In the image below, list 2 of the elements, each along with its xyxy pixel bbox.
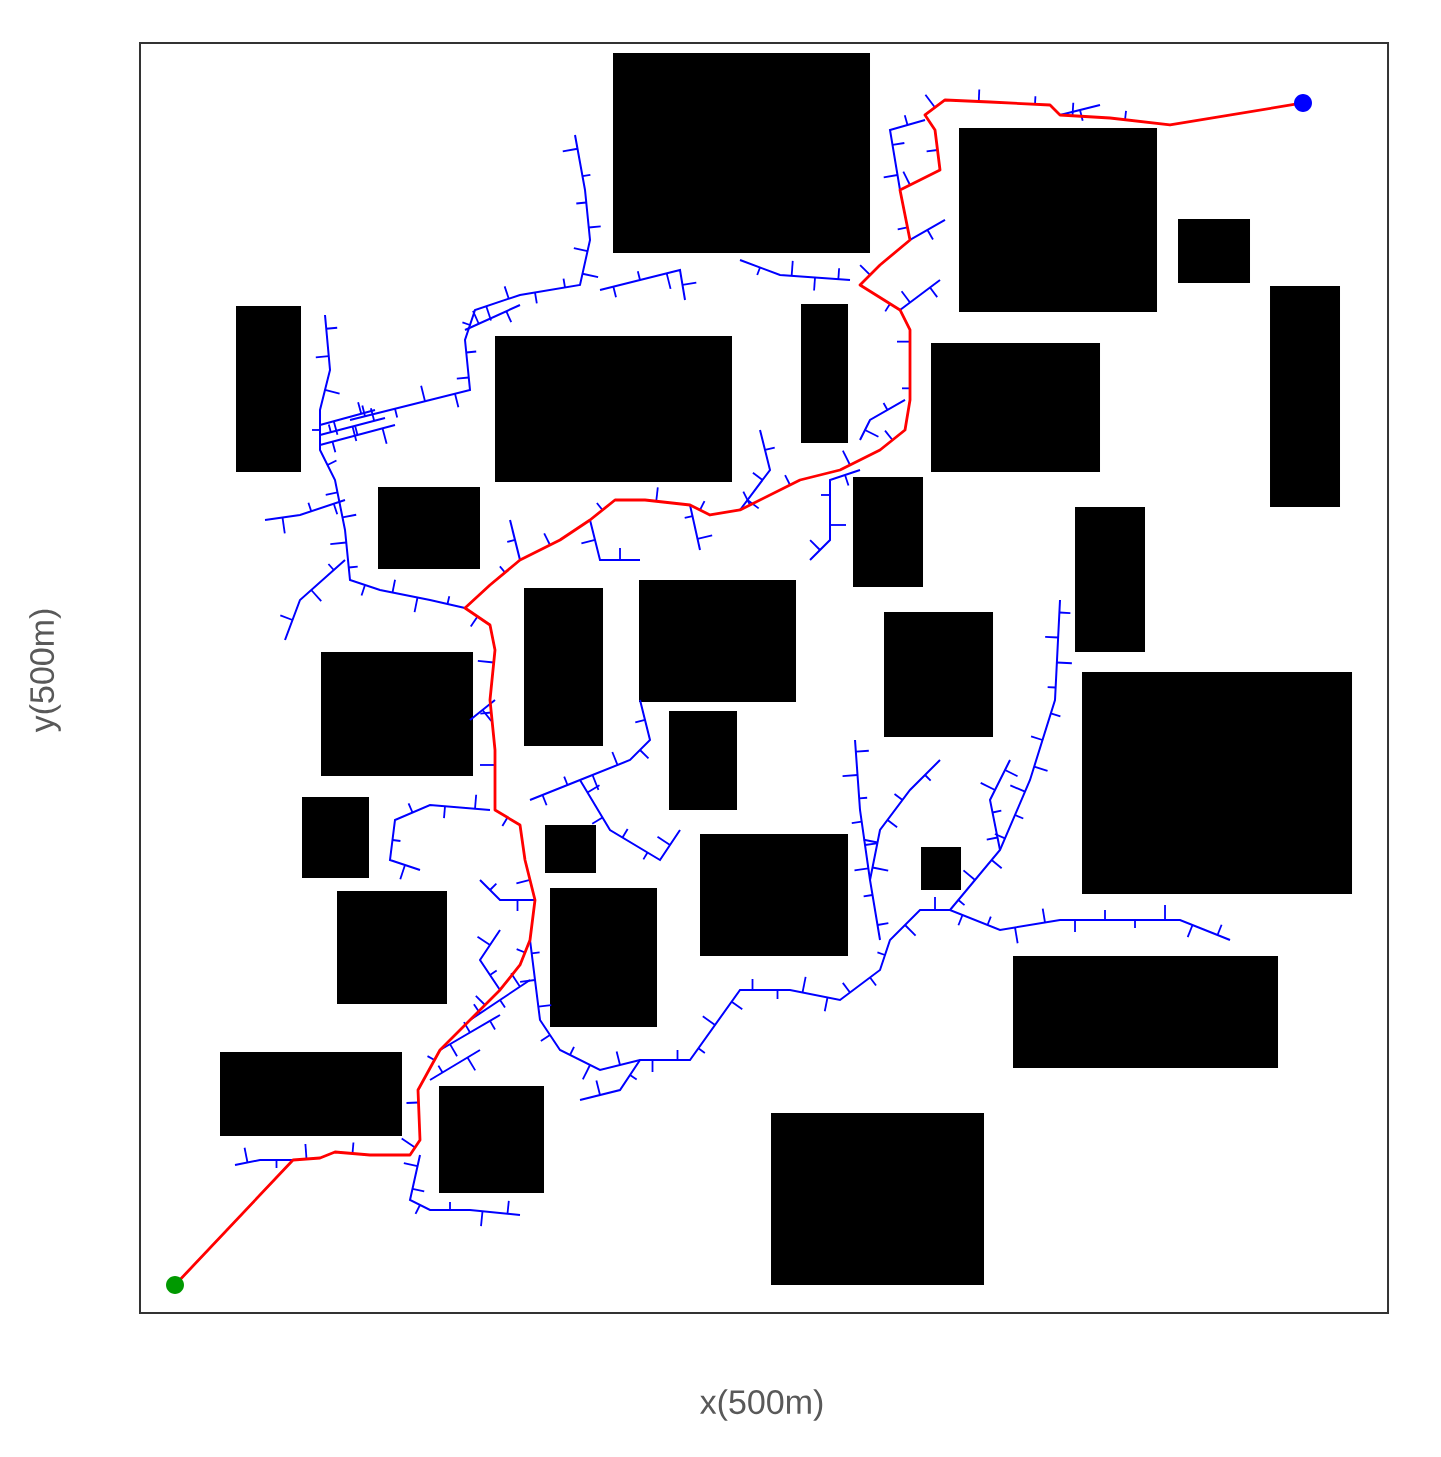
axis-label: y(500m) bbox=[29, 609, 61, 733]
axis-label: x(500m) bbox=[700, 1389, 823, 1421]
